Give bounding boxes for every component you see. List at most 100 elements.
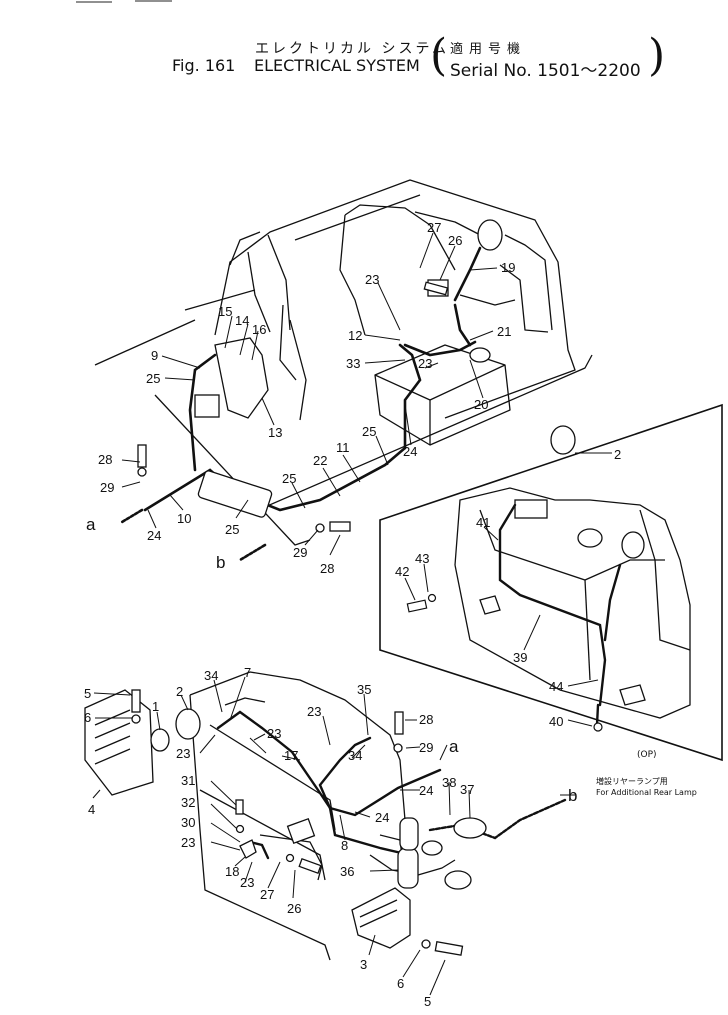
callout-17: 17: [284, 748, 298, 763]
callout-23: 23: [307, 704, 321, 719]
bolt-28-mid: [329, 521, 351, 532]
additional-lamp-note: For Additional Rear Lamp: [596, 788, 697, 797]
callout-21: 21: [497, 324, 511, 339]
callout-23: 23: [267, 726, 281, 741]
callout-30: 30: [181, 815, 195, 830]
callout-43: 43: [415, 551, 429, 566]
bolt-5-top: [131, 689, 141, 713]
lamp-body-36b: [399, 817, 419, 851]
callout-24: 24: [147, 528, 161, 543]
additional-lamp-note-japanese: 増設リヤーランプ用: [596, 777, 668, 786]
callout-18: 18: [225, 864, 239, 879]
callout-20: 20: [474, 397, 488, 412]
callout-25: 25: [282, 471, 296, 486]
washer-27-lower: [285, 853, 295, 863]
callout-labels: 27 26 19 23 12 21 33 23 20 24 25 15 14 1…: [84, 220, 621, 1009]
callout-32: 32: [181, 795, 195, 810]
callout-34: 34: [348, 748, 362, 763]
callout-6: 6: [397, 976, 404, 991]
inset-harness: [498, 503, 622, 727]
bolt-42: [406, 599, 428, 613]
callout-36: 36: [340, 864, 354, 879]
callout-28: 28: [320, 561, 334, 576]
callout-33: 33: [346, 356, 360, 371]
callout-9: 9: [151, 348, 158, 363]
callout-29: 29: [419, 740, 433, 755]
callout-15: 15: [218, 304, 232, 319]
callout-25: 25: [225, 522, 239, 537]
washer-6-top: [131, 714, 141, 724]
callout-5: 5: [84, 686, 91, 701]
callout-26: 26: [287, 901, 301, 916]
callout-28: 28: [419, 712, 433, 727]
callout-b-upper: b: [216, 553, 225, 572]
diagram-title-japanese: エレクトリカル システム: [255, 41, 450, 57]
serial-range: Serial No. 1501～2200: [450, 61, 641, 81]
callout-38: 38: [442, 775, 456, 790]
washer-29-lower: [393, 743, 403, 753]
callout-23: 23: [176, 746, 190, 761]
callout-11: 11: [336, 440, 350, 455]
callout-4: 4: [88, 802, 95, 817]
callout-24: 24: [403, 444, 417, 459]
callout-12: 12: [348, 328, 362, 343]
callout-a-lower: a: [449, 737, 459, 756]
callout-40: 40: [549, 714, 563, 729]
callout-39: 39: [513, 650, 527, 665]
callout-25: 25: [362, 424, 376, 439]
flasher-relay: [286, 817, 316, 845]
callout-19: 19: [501, 260, 515, 275]
serial-bracket-close: ): [648, 30, 666, 81]
lamp-38: [421, 840, 443, 856]
figure-number: Fig. 161: [172, 56, 236, 75]
callout-7: 7: [244, 665, 251, 680]
callout-24: 24: [419, 783, 433, 798]
callout-22: 22: [313, 453, 327, 468]
bolt-26-upper: [423, 281, 449, 296]
callout-b-lower: b: [568, 786, 577, 805]
lamp-guard-4: [84, 689, 154, 796]
upper-components: [137, 219, 503, 533]
washer-43: [427, 593, 437, 603]
callout-23: 23: [181, 835, 195, 850]
callout-27: 27: [260, 887, 274, 902]
lamp-body-36a: [397, 847, 419, 889]
callout-23: 23: [418, 356, 432, 371]
clamp-30: [239, 839, 257, 859]
harness-connector-box: [197, 470, 273, 518]
bolt-28-upper: [137, 444, 147, 468]
callout-13: 13: [268, 425, 282, 440]
callout-2: 2: [176, 684, 183, 699]
callout-35: 35: [357, 682, 371, 697]
rear-lamp-2: [175, 708, 201, 740]
lower-harness-wiring: [216, 710, 567, 860]
callout-37: 37: [460, 782, 474, 797]
callout-8: 8: [341, 838, 348, 853]
callout-1: 1: [152, 699, 159, 714]
callout-25: 25: [146, 371, 160, 386]
serial-bracket-open: (: [430, 30, 448, 81]
callout-31: 31: [181, 773, 195, 788]
upper-harness-wiring: [120, 246, 482, 562]
bolt-5-bottom: [434, 941, 464, 956]
callout-28: 28: [98, 452, 112, 467]
machine-frame-lower: [189, 671, 456, 961]
relay-box: [194, 394, 220, 418]
callout-24: 24: [375, 810, 389, 825]
callout-23: 23: [240, 875, 254, 890]
callout-6: 6: [84, 710, 91, 725]
optional-inset-label: (OP): [637, 750, 657, 760]
lamp-lens-1: [150, 728, 170, 752]
bolt-26-lower: [298, 857, 322, 875]
callout-5: 5: [424, 994, 431, 1009]
callout-3: 3: [360, 957, 367, 972]
bolt-28-lower: [394, 711, 404, 735]
callout-26: 26: [448, 233, 462, 248]
washer-6-bottom: [421, 939, 431, 949]
callout-a-upper: a: [86, 515, 96, 534]
work-lamp-shape: [477, 219, 503, 251]
lower-components: [84, 689, 487, 956]
callout-29: 29: [293, 545, 307, 560]
callout-10: 10: [177, 511, 191, 526]
